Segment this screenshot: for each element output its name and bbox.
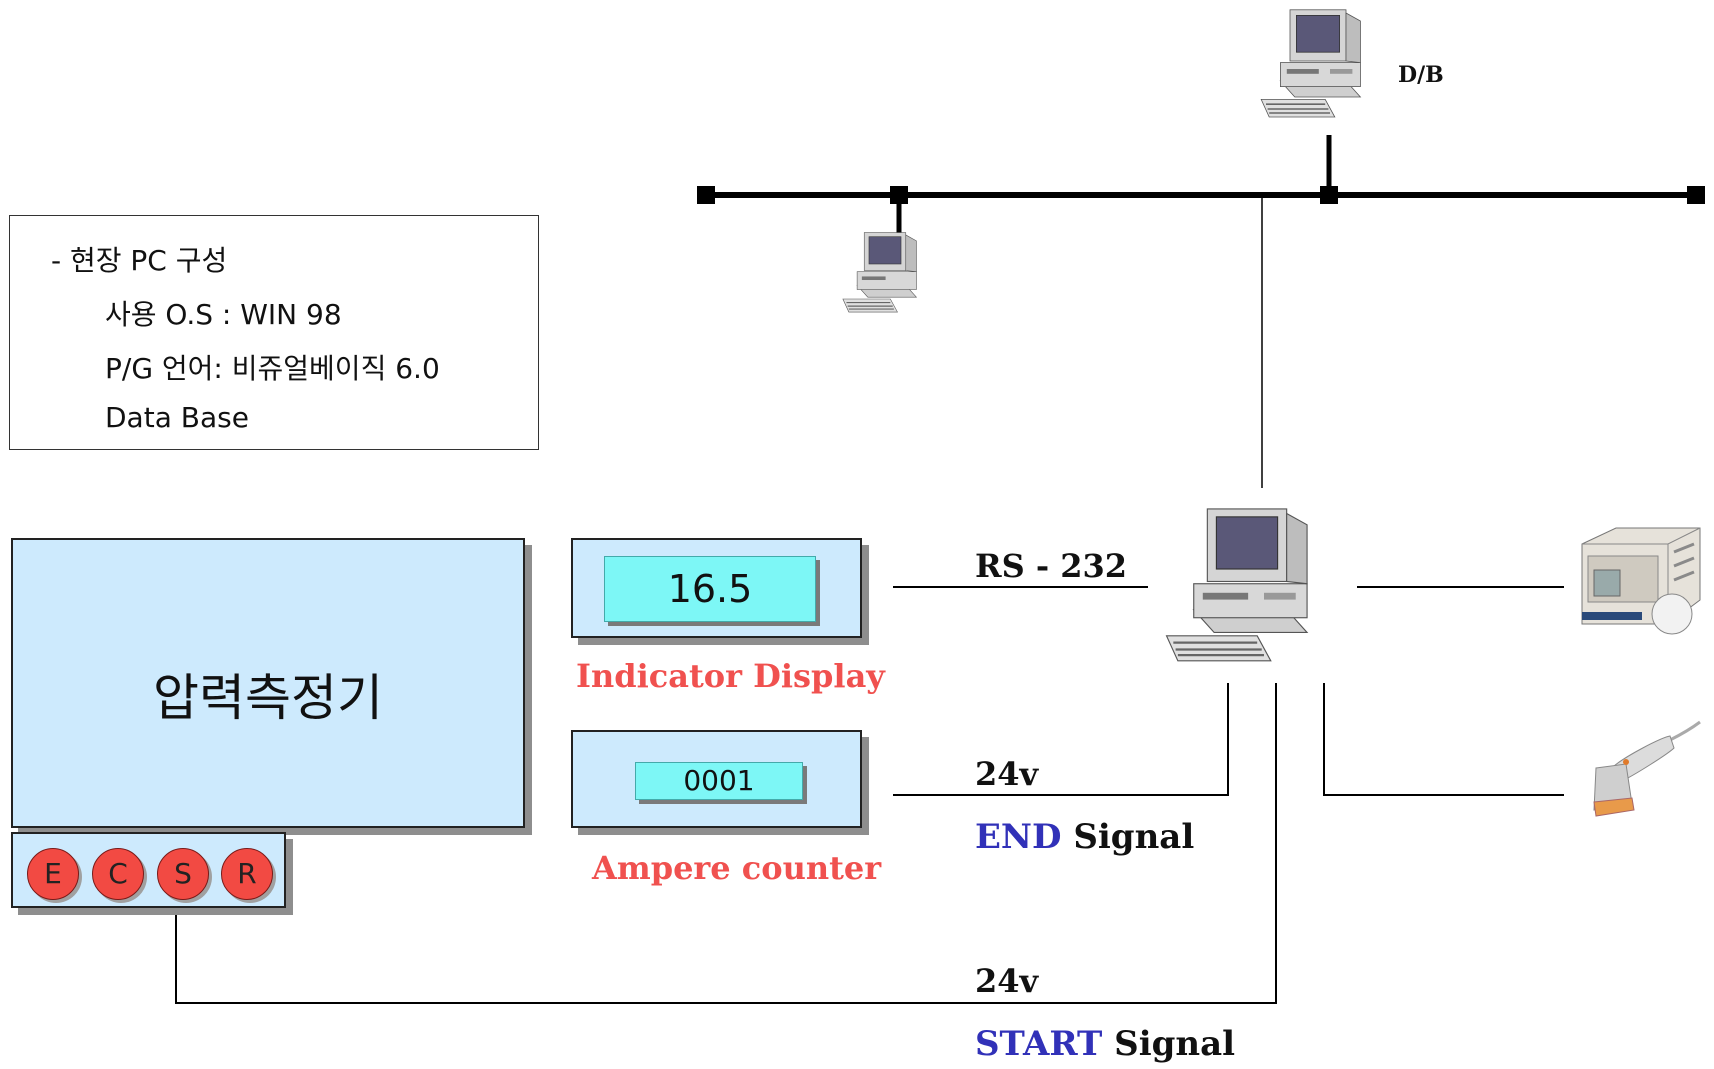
start-signal-accent: START xyxy=(975,1024,1103,1064)
pressure-meter-panel: 압력측정기 xyxy=(11,538,525,828)
indicator-display-panel: 16.5 xyxy=(571,538,862,638)
rs232-label: RS - 232 xyxy=(975,547,1128,585)
button-c[interactable]: C xyxy=(92,848,144,900)
ampere-counter-value: 0001 xyxy=(635,762,803,800)
db-label: D/B xyxy=(1398,62,1444,88)
indicator-caption: Indicator Display xyxy=(576,657,885,695)
start-signal-label: START Signal xyxy=(975,1024,1235,1064)
info-database: Data Base xyxy=(105,401,249,434)
label-printer-icon xyxy=(1581,527,1701,635)
field-pc-icon xyxy=(1165,508,1309,662)
db-server-pc-icon xyxy=(1260,9,1362,118)
info-os: 사용 O.S : WIN 98 xyxy=(105,298,342,331)
start-voltage-label: 24v xyxy=(975,962,1039,1000)
pressure-meter-title: 압력측정기 xyxy=(153,669,383,727)
field-pc-info-box: - 현장 PC 구성 사용 O.S : WIN 98 P/G 언어: 비쥬얼베이… xyxy=(9,215,539,450)
indicator-value: 16.5 xyxy=(604,556,816,622)
scanner-line xyxy=(1323,683,1564,796)
info-language: P/G 언어: 비쥬얼베이직 6.0 xyxy=(105,352,440,385)
button-r[interactable]: R xyxy=(221,848,273,900)
start-signal-rest: Signal xyxy=(1102,1024,1236,1064)
barcode-scanner-icon xyxy=(1593,720,1701,817)
end-signal-label: END Signal xyxy=(975,817,1194,857)
end-signal-accent: END xyxy=(975,817,1062,857)
end-voltage-label: 24v xyxy=(975,755,1039,793)
start-signal-line xyxy=(175,683,1277,1004)
info-title: - 현장 PC 구성 xyxy=(51,244,228,277)
control-button-strip: E C S R xyxy=(11,832,286,908)
end-signal-line xyxy=(893,683,1229,796)
ampere-counter-panel: 0001 xyxy=(571,730,862,828)
ampere-counter-caption: Ampere counter xyxy=(592,849,882,887)
end-signal-rest: Signal xyxy=(1061,817,1195,857)
button-e[interactable]: E xyxy=(27,848,79,900)
bus-terminator-right xyxy=(1687,186,1705,204)
button-s[interactable]: S xyxy=(157,848,209,900)
client-pc-icon xyxy=(842,232,918,313)
bus-terminator-left xyxy=(697,186,715,204)
